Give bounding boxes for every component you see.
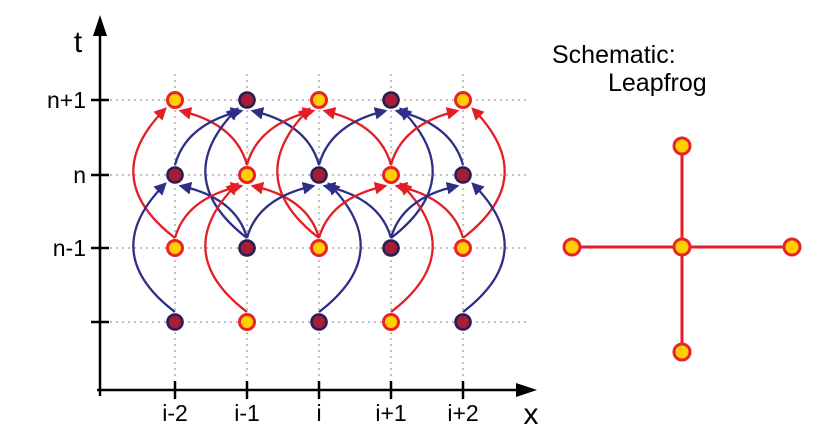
grid-point-i+1-n (382, 166, 400, 184)
grid-point-i+1-n+1 (382, 91, 400, 109)
grid-point-i+1-bottom (382, 313, 400, 331)
grid-point-i+2-n (454, 166, 472, 184)
grid-point-i-bottom (310, 313, 328, 331)
leapfrog-stencil (562, 136, 802, 362)
blue-dependency-arrow (178, 181, 249, 239)
grid-point-i-2-n-1 (166, 239, 184, 257)
col-tick-label-i: i (316, 400, 321, 426)
t-axis-label: t (74, 26, 83, 59)
col-tick-label-i-plus-1: i+1 (375, 400, 406, 426)
blue-dependency-arrow (204, 107, 248, 239)
axes (91, 15, 537, 399)
stencil-point-south (672, 342, 692, 362)
stencil-point-west (562, 237, 582, 257)
blue-dependency-arrow (317, 107, 388, 166)
stencil-point-north (672, 136, 692, 156)
blue-dependency-arrow (318, 182, 362, 313)
grid-point-i+2-n+1 (454, 91, 472, 109)
row-tick-label-n: n (73, 162, 86, 188)
grid-point-i-n-1 (310, 239, 328, 257)
grid-point-i+2-bottom (454, 313, 472, 331)
red-dependency-arrow (178, 107, 249, 166)
blue-dependency-arrow (462, 182, 506, 313)
red-dependency-arrow (132, 107, 176, 239)
t-axis-arrowhead-icon (93, 15, 107, 36)
grid-point-i-2-n+1 (166, 91, 184, 109)
stencil-point-east (782, 237, 802, 257)
red-dependency-arrow (389, 107, 460, 166)
col-tick-label-i-plus-2: i+2 (447, 400, 478, 426)
blue-dependency-arrow (389, 181, 460, 239)
blue-dependency-arrow (390, 107, 434, 239)
blue-dependency-arrow (245, 181, 316, 239)
dependency-arrows (132, 107, 506, 313)
red-dependency-arrow (317, 181, 388, 239)
red-dependency-arrow (250, 181, 321, 239)
row-tick-label-n-minus-1: n-1 (53, 235, 86, 261)
blue-dependency-arrow (250, 107, 321, 166)
grid-points (166, 91, 472, 331)
red-dependency-arrow (322, 107, 393, 166)
grid-point-i-2-n (166, 166, 184, 184)
stencil-point-center (672, 237, 692, 257)
grid-point-i-1-bottom (238, 313, 256, 331)
col-tick-label-i-minus-2: i-2 (162, 400, 188, 426)
row-tick-label-n-plus-1: n+1 (47, 87, 86, 113)
red-dependency-arrow (276, 107, 320, 239)
blue-dependency-arrow (132, 182, 176, 313)
grid-point-i-1-n (238, 166, 256, 184)
x-axis-label: x (524, 398, 539, 431)
grid-point-i+1-n-1 (382, 239, 400, 257)
red-dependency-arrow (462, 107, 506, 239)
x-axis-arrowhead-icon (516, 383, 537, 397)
grid-point-i-1-n+1 (238, 91, 256, 109)
grid-point-i-2-bottom (166, 313, 184, 331)
schematic-title: Schematic: (552, 41, 676, 69)
grid-point-i-n (310, 166, 328, 184)
grid-point-i+2-n-1 (454, 239, 472, 257)
grid-point-i-1-n-1 (238, 239, 256, 257)
schematic-subtitle: Leapfrog (608, 69, 707, 97)
red-dependency-arrow (390, 182, 434, 313)
red-dependency-arrow (204, 182, 248, 313)
grid-point-i-n+1 (310, 91, 328, 109)
col-tick-label-i-minus-1: i-1 (234, 400, 260, 426)
